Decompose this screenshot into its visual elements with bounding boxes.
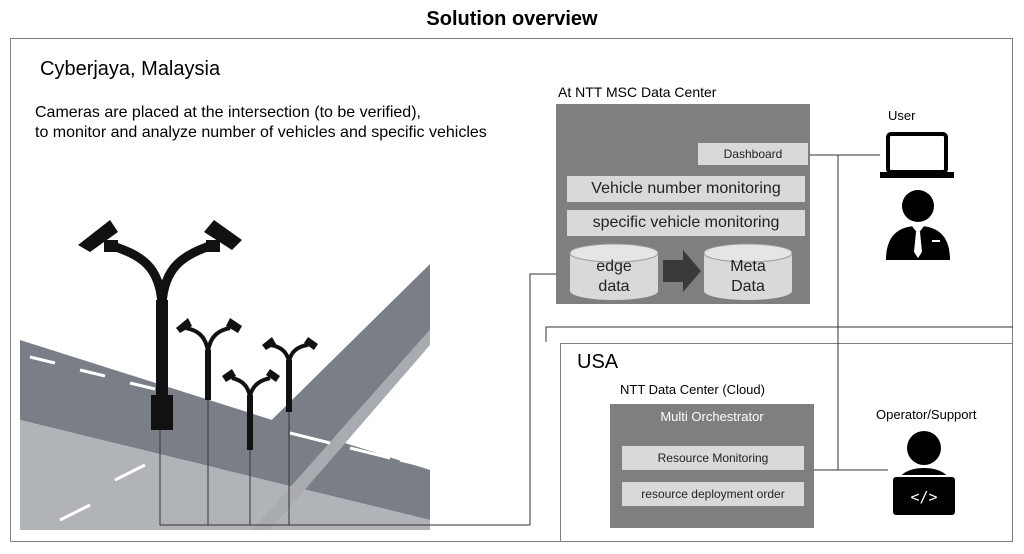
camera-pole-small-3 [222,369,280,450]
operator-icon: </> [891,431,957,517]
arrow-right-icon [663,250,701,292]
code-icon: </> [910,488,937,506]
edge-data-label-1: edge [596,258,632,275]
camera-pole-small-1 [176,318,242,400]
orchestrator-label: Multi Orchestrator [660,409,764,424]
camera-pole-small-2 [262,337,318,412]
vehicle-number-box: Vehicle number monitoring [567,176,805,202]
diagram-title: Solution overview [426,8,598,30]
meta-data-label-2: Data [731,278,765,295]
malaysia-description-line2: to monitor and analyze number of vehicle… [35,124,487,141]
user-icon [880,132,954,260]
cloud-label: NTT Data Center (Cloud) [620,382,765,397]
camera-pole-large [78,220,242,430]
user-label: User [888,108,916,123]
edge-data-label-2: data [598,278,630,295]
road-scene [20,264,430,530]
operator-label: Operator/Support [876,407,977,422]
meta-data-label-1: Meta [730,258,766,275]
malaysia-frame [10,38,1013,542]
usa-label: USA [577,351,619,373]
malaysia-description-line1: Cameras are placed at the intersection (… [35,104,421,121]
deployment-order-box: resource deployment order [622,482,804,506]
database-cylinders [569,243,793,300]
malaysia-label: Cyberjaya, Malaysia [40,58,221,80]
resource-monitoring-box: Resource Monitoring [622,446,804,470]
msc-label: At NTT MSC Data Center [558,84,717,100]
specific-vehicle-box: specific vehicle monitoring [567,210,805,236]
dashboard-box: Dashboard [698,143,808,165]
